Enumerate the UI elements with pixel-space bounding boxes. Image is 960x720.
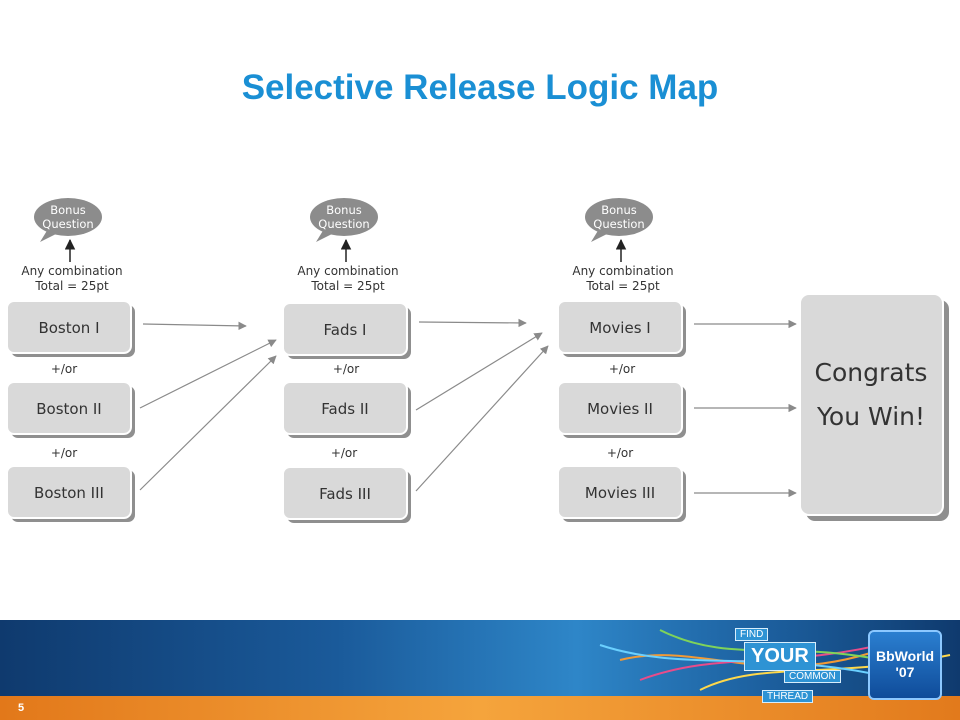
connector-label: +/or [607, 446, 633, 460]
footer-orange-bar [0, 696, 960, 720]
tag-thread: THREAD [762, 690, 814, 703]
tag-find: FIND [735, 628, 769, 641]
item-box[interactable]: Fads II [282, 381, 411, 438]
item-box[interactable]: Fads III [282, 466, 411, 523]
result-line1: Congrats [815, 358, 928, 387]
footer-threads-graphic [599, 629, 951, 691]
item-box[interactable]: Boston III [6, 465, 135, 522]
rule-line1: Any combination [21, 264, 122, 278]
logo-line1: BbWorld [875, 648, 935, 664]
flow-arrow [139, 355, 277, 491]
result-box: Congrats You Win! [799, 293, 949, 521]
item-label: Movies I [589, 319, 650, 337]
bubble-line2: Question [593, 217, 644, 231]
flow-arrow [415, 345, 549, 492]
column-movies: Bonus Question Any combination Total = 2… [557, 198, 686, 522]
flow-arrow [418, 318, 527, 328]
bubble-line2: Question [318, 217, 369, 231]
bubble-line2: Question [42, 217, 93, 231]
item-label: Movies II [587, 400, 653, 418]
connector-label: +/or [609, 362, 635, 376]
logic-map-diagram: Bonus Question Any combination Total = 2… [6, 198, 949, 523]
bubble-line1: Bonus [601, 203, 637, 217]
connector-label: +/or [331, 446, 357, 460]
logo-line2: '07 [895, 664, 915, 680]
connector-label: +/or [51, 446, 77, 460]
item-box[interactable]: Movies I [557, 300, 686, 357]
bonus-bubble: Bonus Question [34, 198, 102, 242]
bubble-line1: Bonus [326, 203, 362, 217]
item-label: Movies III [585, 484, 655, 502]
column-boston: Bonus Question Any combination Total = 2… [6, 198, 135, 522]
result-line2: You Win! [816, 402, 925, 431]
rule-line2: Total = 25pt [34, 279, 109, 293]
bonus-bubble: Bonus Question [310, 198, 378, 242]
page-number: 5 [18, 702, 25, 714]
item-box[interactable]: Boston II [6, 381, 135, 438]
item-box[interactable]: Movies II [557, 381, 686, 438]
item-box[interactable]: Boston I [6, 300, 135, 357]
page-title: Selective Release Logic Map [241, 68, 719, 107]
flow-arrow [139, 339, 277, 409]
rule-line2: Total = 25pt [585, 279, 660, 293]
item-label: Fads I [324, 321, 367, 339]
rule-line2: Total = 25pt [310, 279, 385, 293]
rule-line1: Any combination [572, 264, 673, 278]
bonus-bubble: Bonus Question [585, 198, 653, 242]
item-label: Fads III [319, 485, 371, 503]
column-fads: Bonus Question Any combination Total = 2… [282, 198, 411, 523]
rule-line1: Any combination [297, 264, 398, 278]
item-box[interactable]: Movies III [557, 465, 686, 522]
tag-your: YOUR [744, 642, 816, 671]
item-label: Boston III [34, 484, 104, 502]
bbworld-logo: BbWorld '07 [868, 630, 942, 700]
item-box[interactable]: Fads I [282, 302, 411, 359]
flow-arrow [142, 321, 247, 331]
connector-label: +/or [51, 362, 77, 376]
tag-common: COMMON [784, 670, 841, 683]
item-label: Boston II [36, 400, 101, 418]
flow-arrow [415, 332, 543, 411]
item-label: Boston I [38, 319, 99, 337]
bubble-line1: Bonus [50, 203, 86, 217]
item-label: Fads II [321, 400, 368, 418]
connector-label: +/or [333, 362, 359, 376]
